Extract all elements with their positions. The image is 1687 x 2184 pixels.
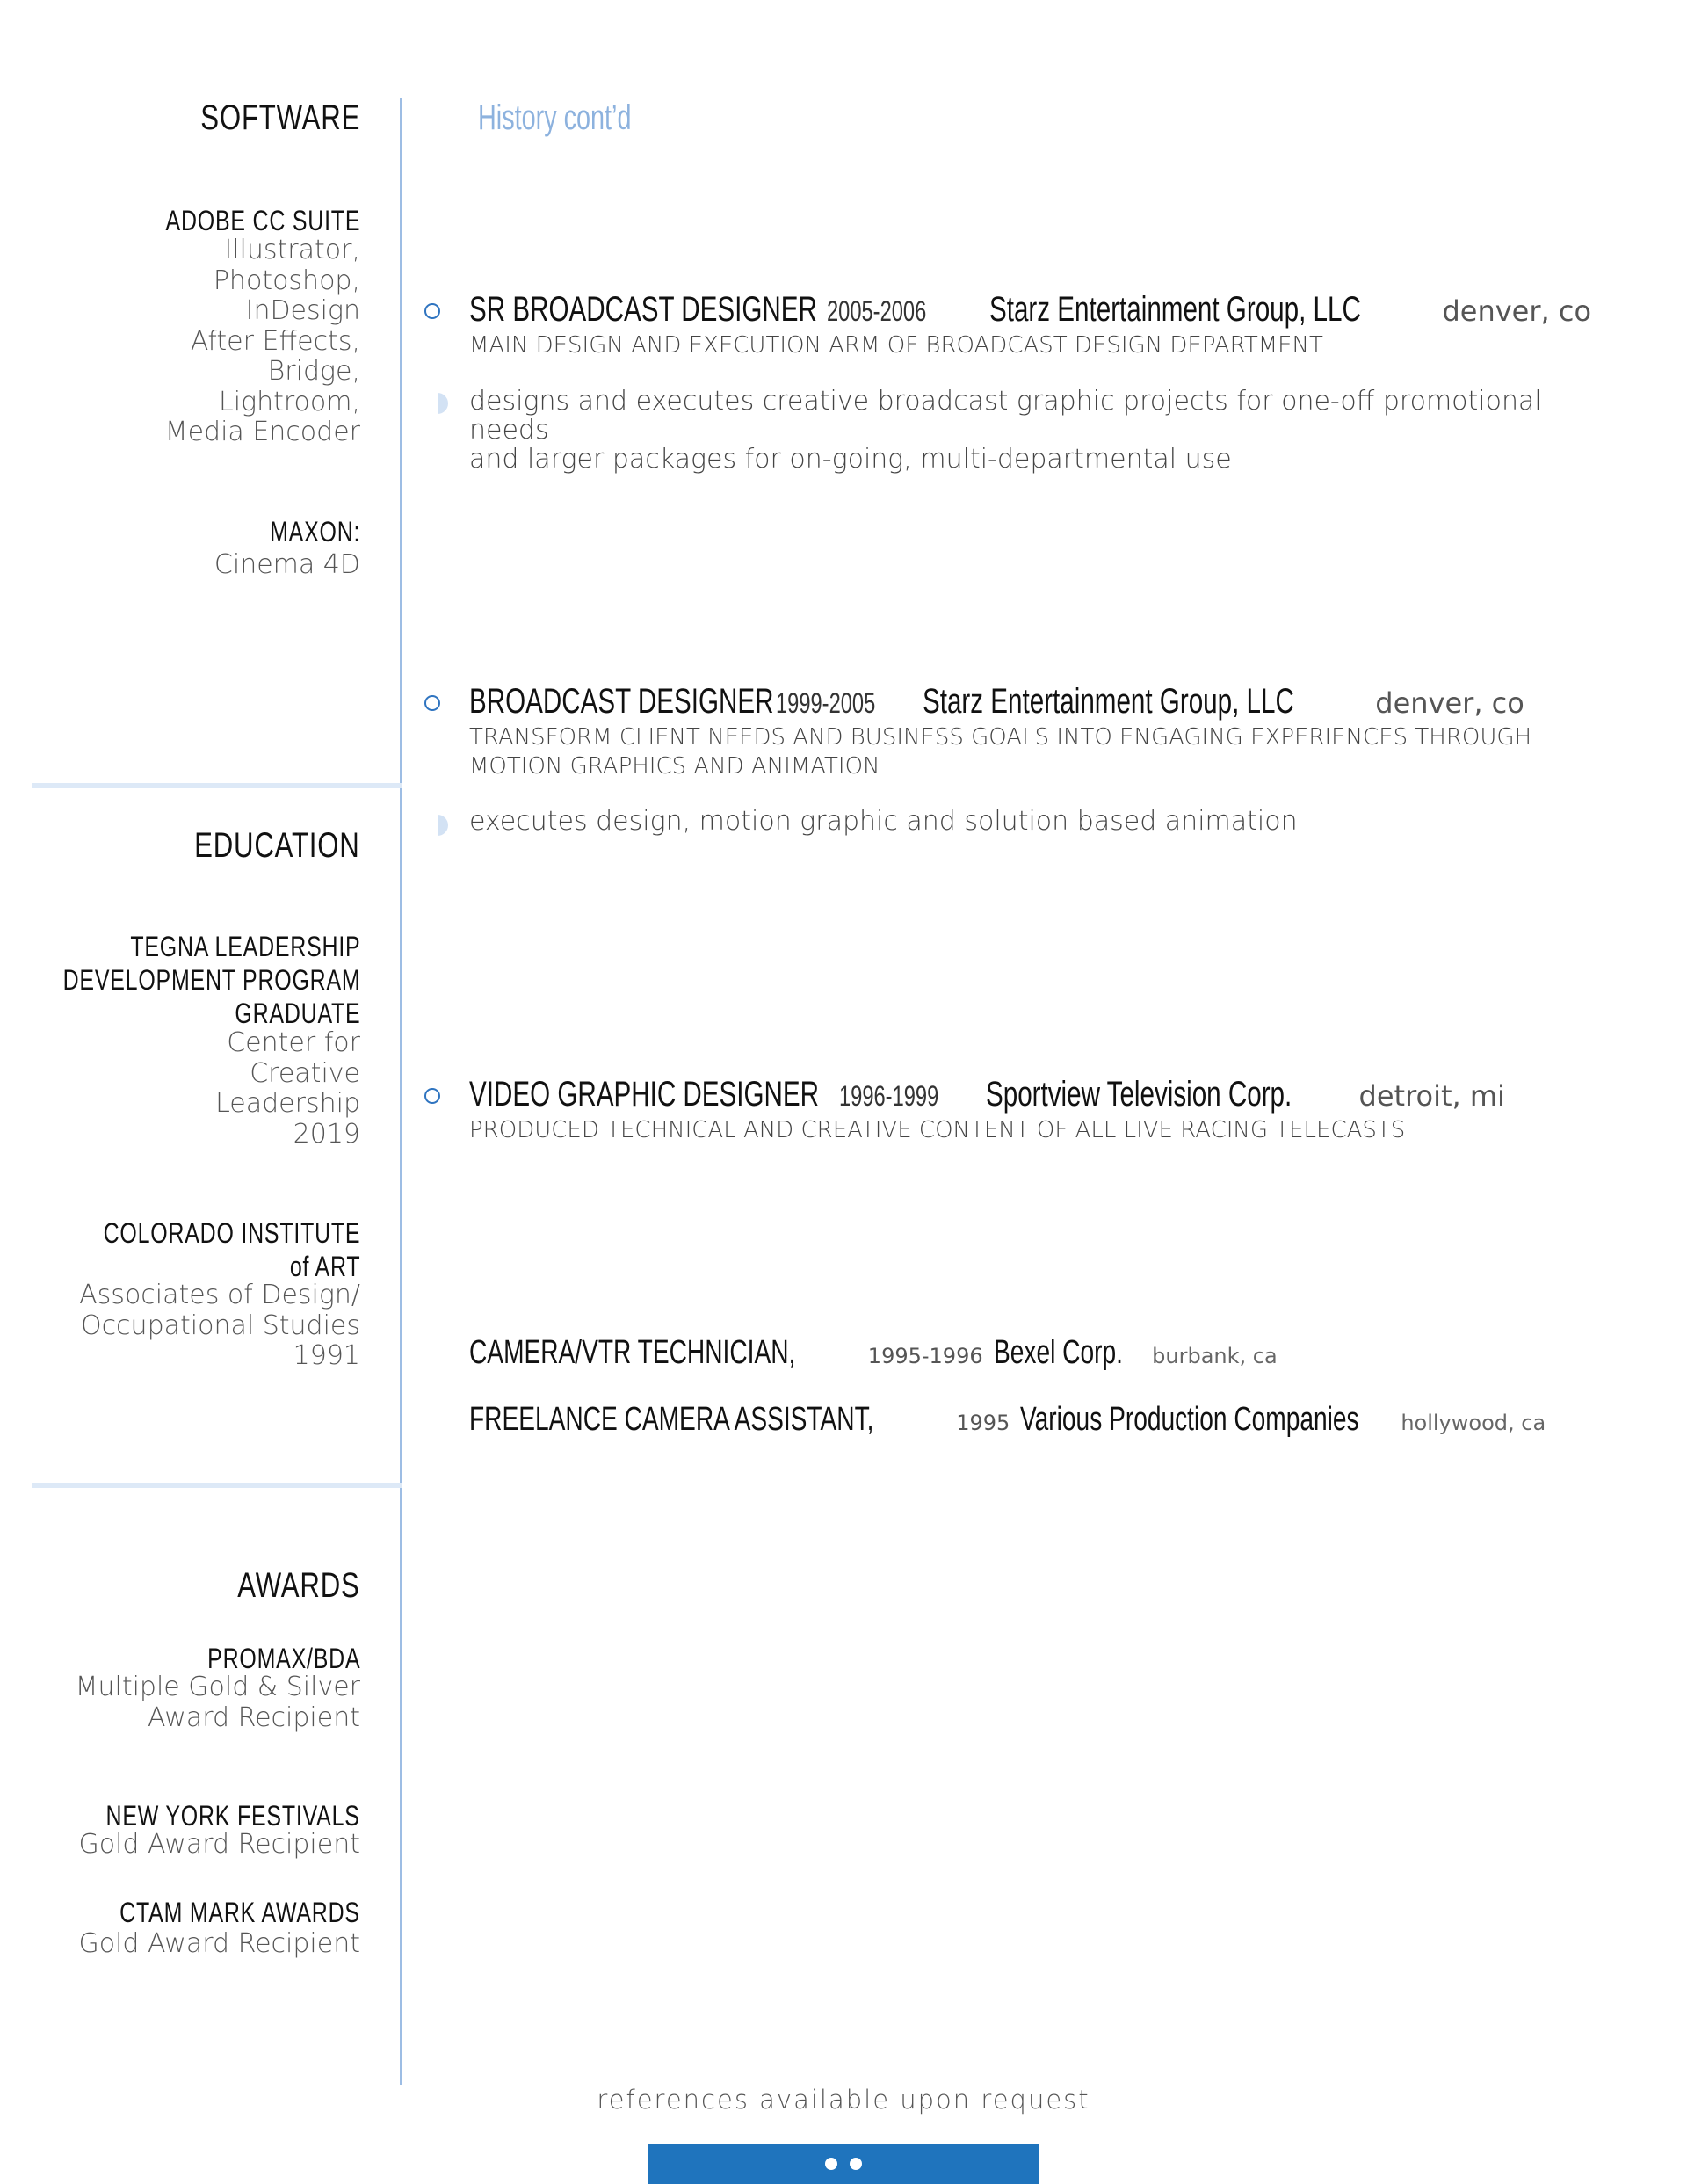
software-section-title: SOFTWARE bbox=[200, 98, 360, 137]
other-job-company: Bexel Corp. bbox=[993, 1334, 1123, 1371]
nyf-detail: Gold Award Recipient bbox=[78, 1829, 360, 1860]
heading-line: GRADUATE bbox=[234, 998, 360, 1029]
cia-detail: Associates of Design/ Occupational Studi… bbox=[79, 1280, 360, 1372]
heading-line: of ART bbox=[289, 1251, 360, 1282]
adobe-app-list: Illustrator, Photoshop, InDesign After E… bbox=[164, 235, 360, 448]
job-marker-icon bbox=[424, 303, 440, 319]
education-section-title: EDUCATION bbox=[194, 826, 360, 865]
section-divider bbox=[32, 783, 402, 788]
job-title: BROADCAST DESIGNER bbox=[469, 682, 774, 721]
other-job-entry: FREELANCE CAMERA ASSISTANT, 1995 Various… bbox=[469, 1401, 1546, 1439]
app-item: After Effects, bbox=[190, 325, 360, 357]
job-years: 1996-1999 bbox=[838, 1080, 939, 1112]
detail-line: Occupational Studies bbox=[80, 1310, 360, 1341]
app-item: Media Encoder bbox=[164, 417, 360, 447]
other-job-entry: CAMERA/VTR TECHNICIAN, 1995-1996 Bexel C… bbox=[469, 1334, 1278, 1372]
bullet-line: designs and executes creative broadcast … bbox=[469, 386, 1542, 446]
other-job-years: 1995-1996 bbox=[867, 1344, 983, 1368]
heading-line: TEGNA LEADERSHIP bbox=[129, 931, 360, 962]
tegna-heading: TEGNA LEADERSHIP DEVELOPMENT PROGRAM GRA… bbox=[62, 930, 360, 1030]
awards-section-title: AWARDS bbox=[237, 1566, 360, 1605]
job-entry: VIDEO GRAPHIC DESIGNER 1996-1999 Sportvi… bbox=[469, 1075, 1620, 1145]
bullet-icon bbox=[438, 393, 448, 414]
job-location: denver, co bbox=[1442, 294, 1592, 328]
other-job-location: hollywood, ca bbox=[1401, 1411, 1546, 1435]
job-years: 1999-2005 bbox=[775, 687, 876, 719]
other-job-company: Various Production Companies bbox=[1020, 1401, 1359, 1438]
tegna-detail: Center for Creative Leadership 2019 bbox=[215, 1027, 360, 1150]
bullet-icon bbox=[438, 815, 448, 836]
app-item: Photoshop, bbox=[213, 265, 360, 296]
app-item: Bridge, bbox=[267, 356, 360, 387]
job-entry: BROADCAST DESIGNER 1999-2005 Starz Enter… bbox=[469, 682, 1641, 781]
nyf-heading: NEW YORK FESTIVALS bbox=[105, 1800, 360, 1832]
maxon-heading: MAXON: bbox=[269, 516, 360, 548]
job-company: Starz Entertainment Group, LLC bbox=[922, 682, 1294, 721]
job-bullet: executes design, motion graphic and solu… bbox=[469, 806, 1298, 837]
job-location: denver, co bbox=[1375, 686, 1524, 720]
vertical-divider bbox=[400, 98, 402, 2085]
app-item: Lightroom, bbox=[219, 386, 360, 417]
job-bullet: designs and executes creative broadcast … bbox=[469, 387, 1568, 474]
detail-line: Creative bbox=[250, 1057, 360, 1089]
ctam-detail: Gold Award Recipient bbox=[78, 1928, 360, 1959]
other-job-location: burbank, ca bbox=[1152, 1344, 1278, 1368]
job-company: Sportview Television Corp. bbox=[985, 1075, 1292, 1114]
section-divider bbox=[32, 1483, 402, 1488]
cia-heading: COLORADO INSTITUTE of ART bbox=[103, 1216, 360, 1283]
page-dot-icon bbox=[824, 2158, 837, 2170]
app-item: Illustrator, bbox=[224, 235, 360, 265]
description-line: TRANSFORM CLIENT NEEDS AND BUSINESS GOAL… bbox=[469, 724, 1532, 751]
page-dot-icon bbox=[849, 2158, 862, 2170]
job-location: detroit, mi bbox=[1358, 1079, 1505, 1113]
history-title: History cont’d bbox=[478, 98, 632, 137]
job-header: VIDEO GRAPHIC DESIGNER 1996-1999 Sportvi… bbox=[469, 1075, 1620, 1114]
maxon-app: Cinema 4D bbox=[214, 549, 360, 580]
detail-line: Leadership bbox=[215, 1088, 360, 1119]
job-description: PRODUCED TECHNICAL AND CREATIVE CONTENT … bbox=[469, 1117, 1406, 1143]
footer-bar bbox=[648, 2144, 1039, 2184]
detail-line: 1991 bbox=[293, 1340, 360, 1371]
other-job-years: 1995 bbox=[956, 1411, 1010, 1435]
job-header: SR BROADCAST DESIGNER 2005-2006 Starz En… bbox=[469, 290, 1687, 330]
job-title: SR BROADCAST DESIGNER bbox=[469, 290, 817, 329]
promax-heading: PROMAX/BDA bbox=[206, 1643, 360, 1674]
detail-line: Multiple Gold & Silver bbox=[75, 1672, 360, 1702]
job-description: MAIN DESIGN AND EXECUTION ARM OF BROADCA… bbox=[469, 332, 1323, 359]
bullet-line: and larger packages for on-going, multi-… bbox=[469, 444, 1232, 475]
promax-detail: Multiple Gold & Silver Award Recipient bbox=[76, 1672, 360, 1733]
references-note: references available upon request bbox=[597, 2085, 1090, 2115]
job-years: 2005-2006 bbox=[827, 295, 927, 327]
job-company: Starz Entertainment Group, LLC bbox=[989, 290, 1361, 329]
heading-line: DEVELOPMENT PROGRAM bbox=[62, 964, 360, 996]
other-job-title: CAMERA/VTR TECHNICIAN, bbox=[469, 1334, 796, 1371]
detail-line: Award Recipient bbox=[147, 1701, 360, 1733]
job-title: VIDEO GRAPHIC DESIGNER bbox=[469, 1075, 820, 1114]
job-marker-icon bbox=[424, 695, 440, 711]
detail-line: Center for bbox=[227, 1027, 360, 1058]
description-line: MOTION GRAPHICS AND ANIMATION bbox=[469, 753, 880, 780]
adobe-cc-heading: ADOBE CC SUITE bbox=[165, 205, 360, 236]
other-job-title: FREELANCE CAMERA ASSISTANT, bbox=[469, 1401, 874, 1438]
job-description: TRANSFORM CLIENT NEEDS AND BUSINESS GOAL… bbox=[469, 723, 1641, 781]
ctam-heading: CTAM MARK AWARDS bbox=[119, 1897, 360, 1928]
job-entry: SR BROADCAST DESIGNER 2005-2006 Starz En… bbox=[469, 290, 1687, 360]
detail-line: Associates of Design/ bbox=[79, 1280, 360, 1310]
job-header: BROADCAST DESIGNER 1999-2005 Starz Enter… bbox=[469, 682, 1641, 722]
app-item: InDesign bbox=[245, 295, 360, 326]
heading-line: COLORADO INSTITUTE bbox=[103, 1217, 360, 1249]
detail-line: 2019 bbox=[293, 1118, 360, 1150]
job-marker-icon bbox=[424, 1088, 440, 1104]
